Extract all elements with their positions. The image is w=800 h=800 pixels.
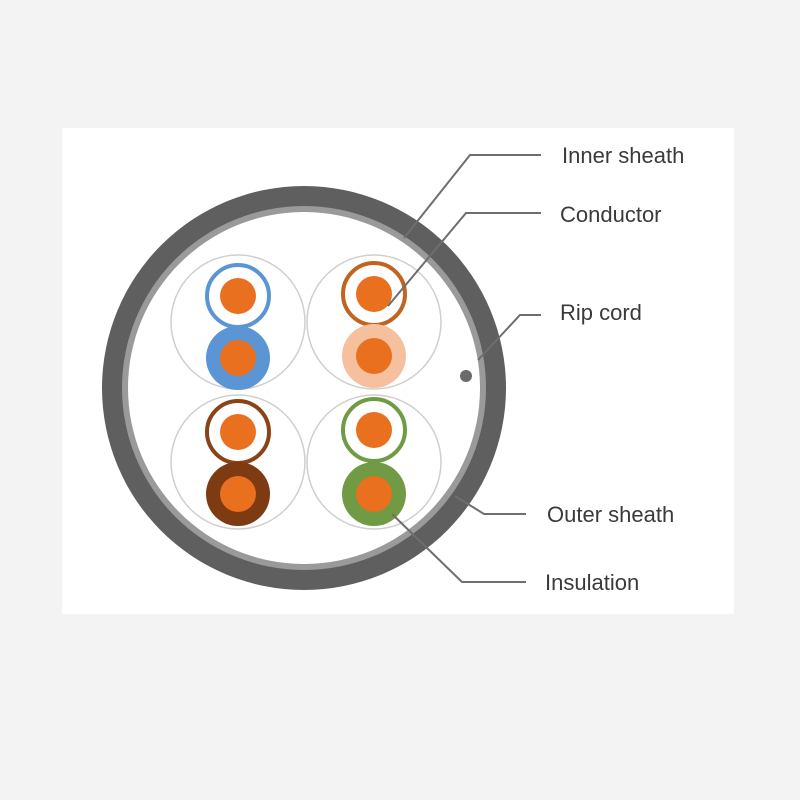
label-inner-sheath: Inner sheath [562,143,684,168]
pair-outline-green [306,394,442,530]
wire-green-white [341,397,407,463]
wire-green [342,462,406,526]
cable-core [128,212,480,564]
conductor [220,340,256,376]
wire-orange [342,324,406,388]
pair-outline-brown [170,394,306,530]
leader-line-rip-cord [477,314,541,361]
conductor [356,338,392,374]
conductor [356,276,392,312]
wire-brown-white [205,399,271,465]
leader-line-inner-sheath [403,154,541,239]
conductor [356,476,392,512]
label-rip-cord: Rip cord [560,300,642,325]
leader-line-insulation [391,513,526,583]
wire-blue [206,326,270,390]
pair-outline-orange [306,254,442,390]
wire-orange-white [341,261,407,327]
wire-brown [206,462,270,526]
wire-blue-white [205,263,271,329]
leader-line-conductor [387,212,541,307]
label-insulation: Insulation [545,570,639,595]
leader-lines [387,154,541,583]
conductor [220,278,256,314]
label-outer-sheath: Outer sheath [547,502,674,527]
label-conductor: Conductor [560,202,662,227]
conductor [356,412,392,448]
leader-line-outer-sheath [454,495,526,515]
conductor [220,476,256,512]
rip-cord [460,370,472,382]
conductor [220,414,256,450]
